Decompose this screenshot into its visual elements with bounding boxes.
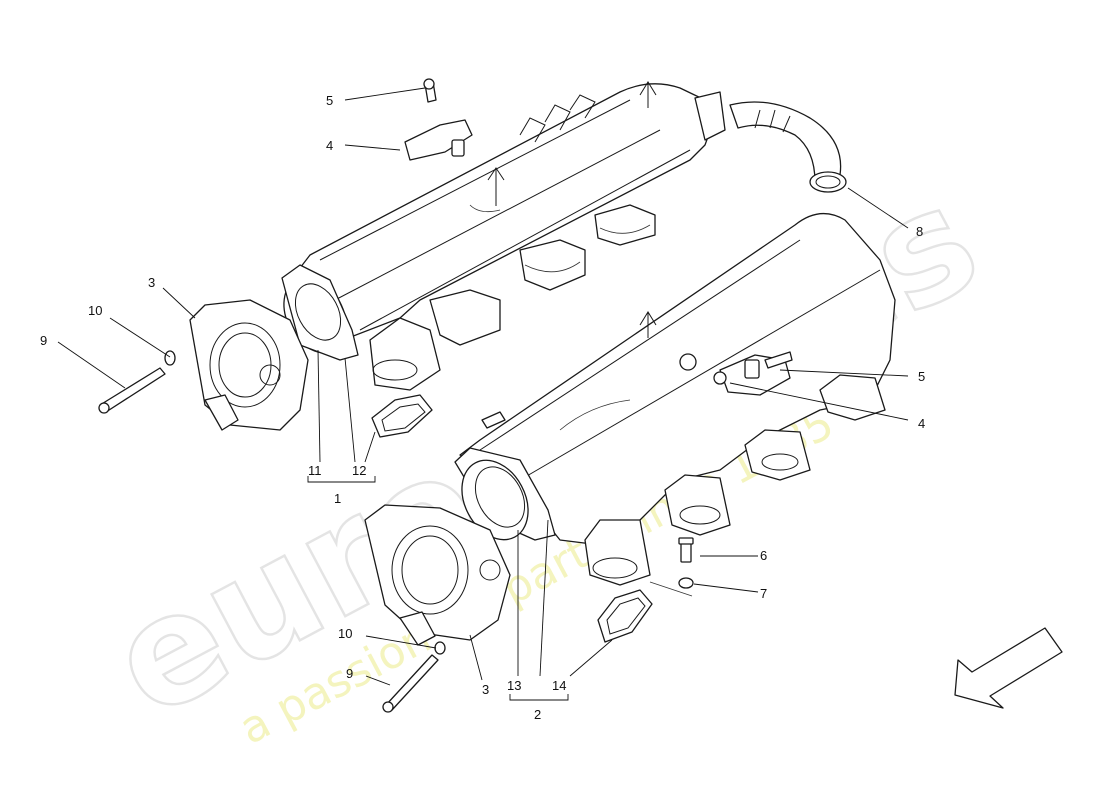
upper-intake-manifold: [299, 81, 726, 391]
callout-10-upper: 10: [88, 303, 102, 318]
lower-throttle-seal: [454, 447, 556, 541]
callout-2: 2: [534, 707, 541, 722]
callout-14: 14: [552, 678, 566, 693]
lower-throttle-body: [364, 504, 511, 646]
callout-11: 11: [308, 463, 322, 478]
callout-8: 8: [916, 224, 923, 239]
lower-throttle-bolt: [382, 641, 446, 713]
callout-3-lower: 3: [482, 682, 489, 697]
callout-4-upper: 4: [326, 138, 333, 153]
callout-9-lower: 9: [346, 666, 353, 681]
manifold-screw: [678, 537, 694, 589]
callout-labels: 5 4 3 10 9 8 5 4 11 12 1 6 7 10 9 3 13 1…: [40, 93, 925, 722]
breather-hose: [729, 101, 847, 193]
callout-10-lower: 10: [338, 626, 352, 641]
callout-12: 12: [352, 463, 366, 478]
upper-throttle-body: [189, 299, 309, 431]
callout-5-upper: 5: [326, 93, 333, 108]
lower-runner-gasket: [597, 589, 653, 643]
callout-13: 13: [507, 678, 521, 693]
callout-5-lower: 5: [918, 369, 925, 384]
upper-throttle-bolt: [98, 350, 176, 414]
callout-7: 7: [760, 586, 767, 601]
upper-runner-gasket: [371, 394, 433, 438]
lower-intake-manifold: [459, 213, 896, 586]
callout-6: 6: [760, 548, 767, 563]
upper-pressure-sensor: [404, 78, 473, 161]
callout-3-upper: 3: [148, 275, 155, 290]
leader-lines: [57, 87, 909, 701]
direction-arrow-icon: [954, 627, 1063, 709]
callout-1: 1: [334, 491, 341, 506]
callout-9-upper: 9: [40, 333, 47, 348]
callout-4-lower: 4: [918, 416, 925, 431]
